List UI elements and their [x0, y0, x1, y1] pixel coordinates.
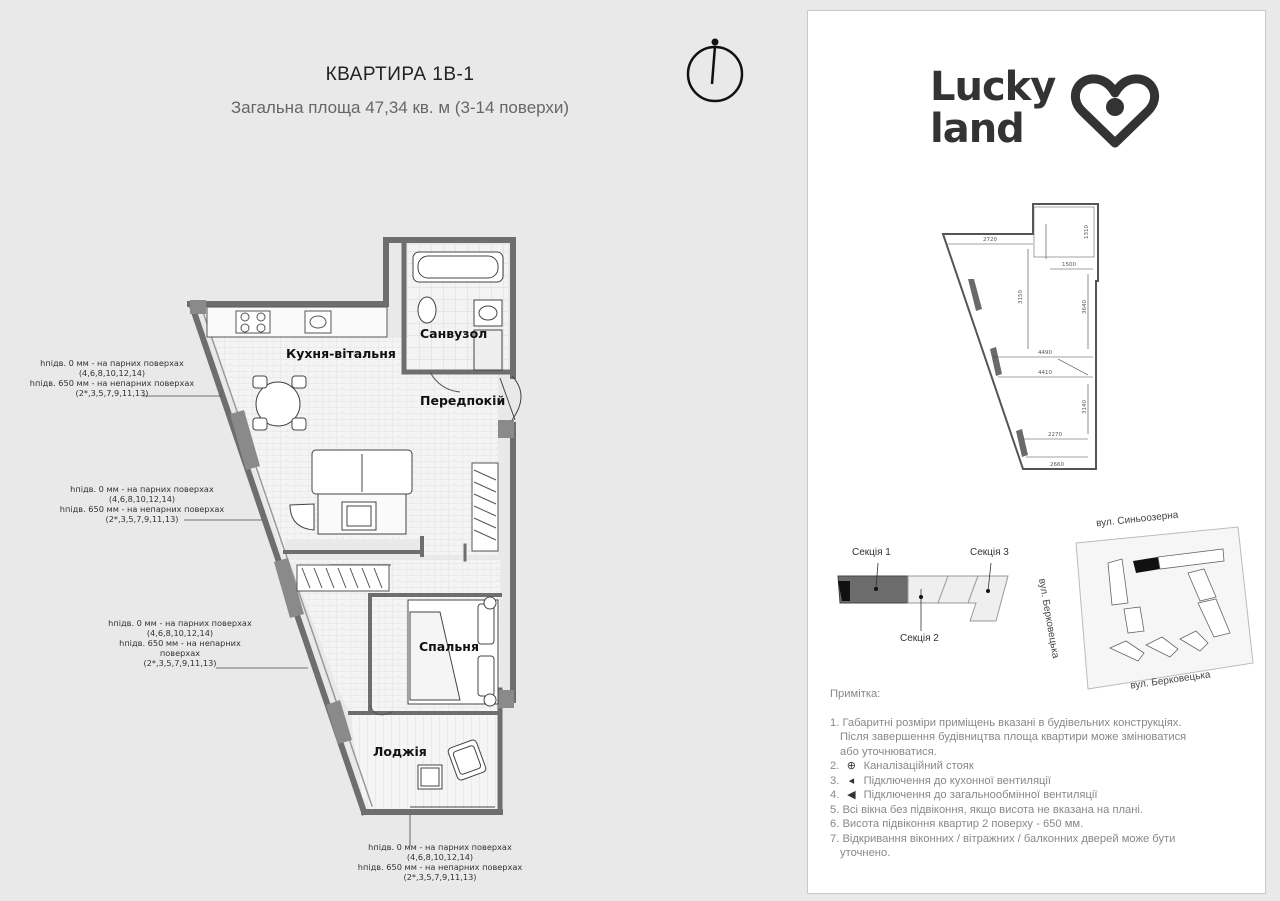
svg-text:4490: 4490 [1038, 350, 1052, 356]
kitchen-counter [206, 306, 388, 338]
bed [407, 596, 499, 707]
apartment-area-subtitle: Загальна площа 47,34 кв. м (3-14 поверхи… [230, 98, 570, 117]
note-item: 5. Всі вікна без підвіконня, якщо висота… [830, 803, 1144, 816]
svg-text:3140: 3140 [1082, 400, 1088, 414]
note-item: 7. Відкривання віконних / вітражних / ба… [830, 832, 1176, 860]
section-2-label: Секція 2 [900, 633, 939, 644]
general-vent-icon: ◀ [847, 789, 856, 801]
windows [190, 300, 514, 744]
svg-text:2660: 2660 [1050, 462, 1064, 468]
sewer-riser-icon: ⊕ [846, 760, 857, 772]
note-item: 4. ◀ Підключення до загальнообмінної вен… [830, 789, 1098, 801]
svg-text:3640: 3640 [1082, 300, 1088, 314]
note-item: 6. Висота підвіконня квартир 2 поверху -… [830, 818, 1084, 830]
sill-note: hпідв. 0 мм - на парних поверхах (4,6,8,… [59, 484, 225, 524]
section-1-label: Секція 1 [852, 547, 891, 558]
hallway-wardrobe [296, 462, 499, 592]
note-leaders [142, 395, 411, 846]
apartment-floor-plan [142, 237, 522, 846]
dining-table [252, 375, 307, 431]
lucky-land-logo: Lucky land [930, 63, 1160, 158]
note-item: 2. ⊕ Каналізаційний стояк [830, 760, 974, 772]
floor-plan-sheet: КВАРТИРА 1В-1 Загальна площа 47,34 кв. м… [29, 38, 744, 882]
bedroom-door [369, 704, 393, 716]
svg-text:1500: 1500 [1062, 262, 1076, 268]
svg-text:2270: 2270 [1048, 432, 1062, 438]
bathroom-door [429, 371, 461, 393]
room-label-hallway: Передпокій [420, 393, 506, 408]
note-item: 3. ◂ Підключення до кухонної вентиляції [830, 774, 1052, 787]
logo-text-line1: Lucky [930, 64, 1056, 110]
svg-text:1310: 1310 [1084, 225, 1090, 239]
apartment-title: КВАРТИРА 1В-1 [325, 64, 475, 85]
mini-floor-plan: 2720 3150 1500 4490 4410 3140 3640 2270 … [941, 203, 1099, 470]
loggia-furniture [410, 739, 495, 808]
heart-icon [1071, 74, 1159, 148]
notes-block: Примітка: 1. Габаритні розміри приміщень… [830, 687, 1250, 861]
info-sheet: Lucky land [807, 10, 1266, 894]
kitchen-vent-icon: ◂ [848, 774, 855, 787]
logo-text-line2: land [930, 106, 1025, 152]
sofa [289, 449, 413, 535]
svg-text:2720: 2720 [983, 237, 997, 243]
site-plan [1075, 526, 1254, 690]
notes-heading: Примітка: [830, 688, 881, 700]
svg-text:3150: 3150 [1018, 290, 1024, 304]
bathroom-fixtures [412, 251, 504, 371]
room-label-kitchen: Кухня-вітальня [286, 346, 396, 361]
sill-note: hпідв. 0 мм - на парних поверхах (4,6,8,… [357, 842, 523, 882]
sill-note: hпідв. 0 мм - на парних поверхах (4,6,8,… [108, 618, 252, 668]
building-sections-diagram [837, 562, 1009, 631]
entrance-door [499, 375, 522, 421]
sill-note: hпідв. 0 мм - на парних поверхах (4,6,8,… [29, 358, 195, 398]
room-label-bedroom: Спальня [419, 639, 479, 654]
compass-icon [686, 38, 744, 103]
room-label-loggia: Лоджія [373, 744, 427, 759]
section-3-label: Секція 3 [970, 547, 1009, 558]
note-item: 1. Габаритні розміри приміщень вказані в… [830, 716, 1187, 758]
room-label-bathroom: Санвузол [420, 326, 488, 341]
svg-text:4410: 4410 [1038, 370, 1052, 376]
